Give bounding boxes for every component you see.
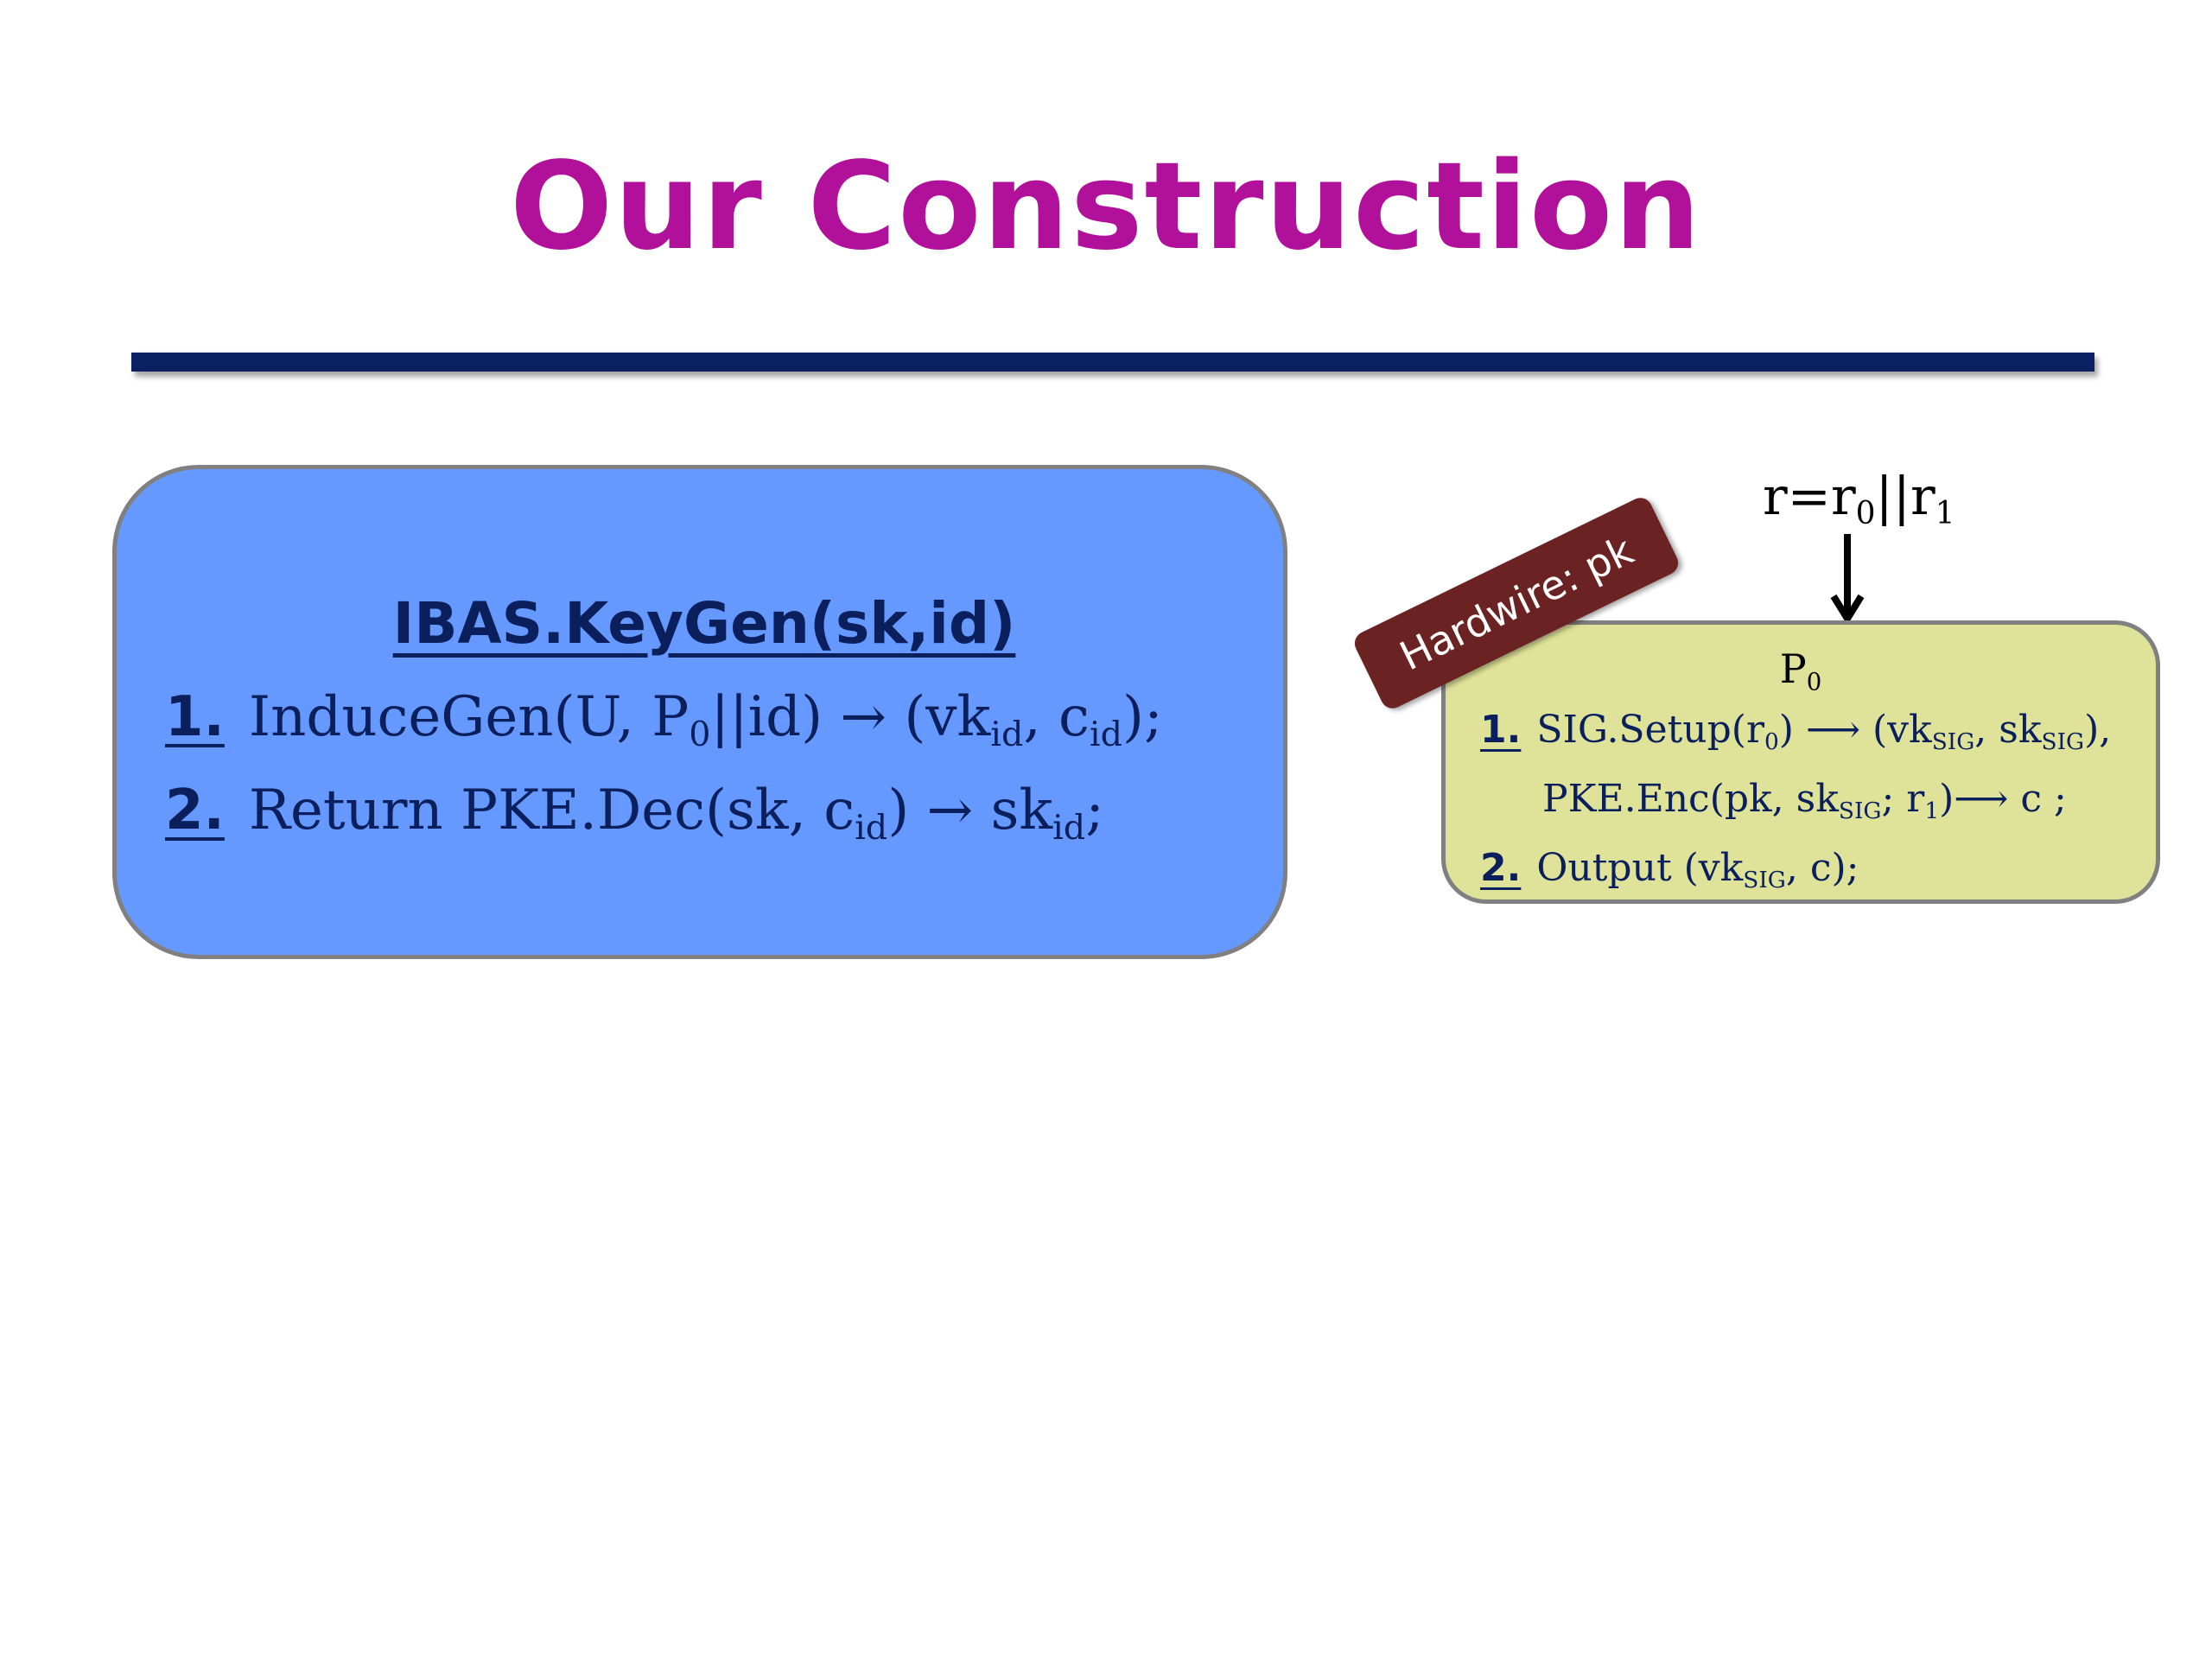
- label-text: ||r: [1875, 467, 1936, 527]
- keygen-heading: IBAS.KeyGen(sk,id): [117, 590, 1292, 657]
- p0-step-1: 1.SIG.Setup(r0) ⟶ (vkSIG, skSIG),: [1480, 708, 2111, 755]
- keygen-heading-text: IBAS.KeyGen(sk,id): [392, 590, 1016, 657]
- p0-step-2: 2. Output (vkSIG, c);: [1480, 846, 1859, 893]
- step-text: , c);: [1785, 846, 1859, 890]
- keygen-step-2: 2.Return PKE.Dec(sk, cid) → skid;: [165, 779, 1104, 848]
- step-number: 2.: [1480, 846, 1522, 890]
- keygen-step-1: 1.InduceGen(U, P0||id) → (vkid, cid);: [165, 685, 1163, 754]
- step-number: 1.: [1480, 708, 1522, 752]
- step-subscript: id: [1089, 714, 1122, 754]
- step-subscript: SIG: [1743, 866, 1786, 893]
- step-text: ;: [1085, 779, 1104, 842]
- step-subscript: 0: [689, 714, 711, 754]
- step-number: 2.: [165, 779, 225, 842]
- p0-title-text: P: [1779, 645, 1807, 692]
- label-subscript: 1: [1935, 495, 1955, 531]
- step-subscript: SIG: [2041, 728, 2085, 755]
- step-subscript: SIG: [1931, 728, 1975, 755]
- step-text: ),: [2084, 708, 2112, 752]
- step-text: )⟶ c ;: [1939, 777, 2067, 821]
- label-text: r=r: [1763, 467, 1856, 527]
- slide-title: Our Construction: [510, 137, 1702, 277]
- step-subscript: SIG: [1838, 797, 1882, 824]
- p0-step-1-continued: PKE.Enc(pk, skSIG; r1)⟶ c ;: [1542, 777, 2067, 824]
- step-subscript: 0: [1764, 728, 1779, 755]
- step-subscript: id: [990, 714, 1024, 754]
- p0-program-box: P0 1.SIG.Setup(r0) ⟶ (vkSIG, skSIG), PKE…: [1441, 620, 2160, 904]
- step-subscript: 1: [1924, 797, 1940, 824]
- step-text: Output (vk: [1536, 846, 1744, 890]
- title-divider: [131, 353, 2094, 372]
- arrow-down-icon: [1830, 534, 1865, 624]
- step-text: );: [1122, 685, 1163, 749]
- step-text: ) → sk: [887, 779, 1053, 842]
- step-text: InduceGen(U, P: [248, 685, 690, 749]
- step-text: PKE.Enc(pk, sk: [1542, 777, 1839, 821]
- step-text: SIG.Setup(r: [1536, 708, 1764, 752]
- label-subscript: 0: [1855, 495, 1876, 531]
- step-text: ; r: [1881, 777, 1925, 821]
- step-text: , c: [1023, 685, 1090, 749]
- randomness-input-label: r=r0||r1: [1763, 467, 1955, 531]
- step-subscript: id: [1052, 807, 1086, 848]
- step-number: 1.: [165, 685, 225, 749]
- p0-title: P0: [1446, 645, 2156, 696]
- p0-title-subscript: 0: [1806, 667, 1822, 696]
- step-text: ||id) → (vk: [710, 685, 991, 749]
- step-text: Return PKE.Dec(sk, c: [248, 779, 855, 842]
- step-text: , sk: [1974, 708, 2042, 752]
- step-text: ) ⟶ (vk: [1778, 708, 1932, 752]
- keygen-box: IBAS.KeyGen(sk,id) 1. InduceGen(U, P0||id…: [112, 465, 1287, 959]
- step-subscript: id: [855, 807, 888, 848]
